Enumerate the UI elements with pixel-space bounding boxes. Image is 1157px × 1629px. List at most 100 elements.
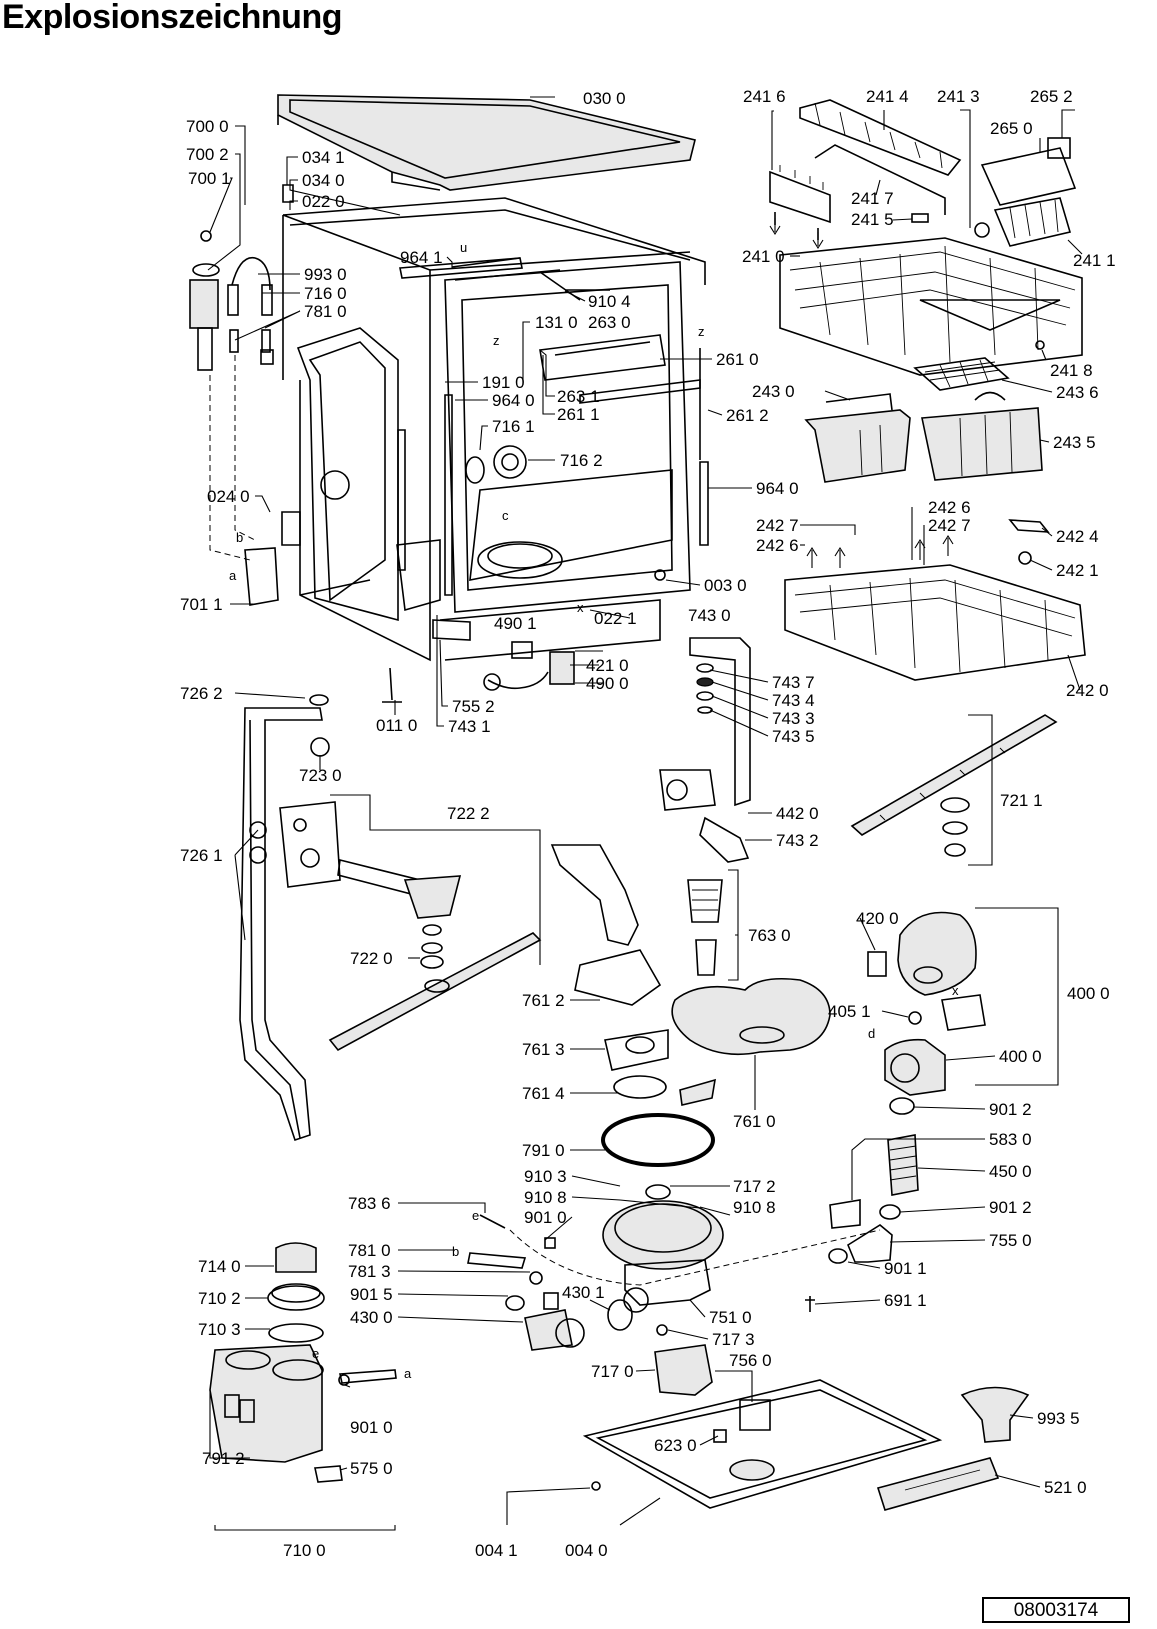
callout-490-1: 490 1 [494, 614, 537, 633]
callout-743-7: 743 7 [772, 673, 815, 692]
callout-263-1: 263 1 [557, 387, 600, 406]
callout-241-1: 241 1 [1073, 251, 1116, 270]
callout-421-0: 421 0 [586, 656, 629, 675]
callout-781-0-b: 781 0 [348, 1241, 391, 1260]
lower-spray-arm [850, 714, 1058, 857]
callout-191-0: 191 0 [482, 373, 525, 392]
callout-791-0: 791 0 [522, 1141, 565, 1160]
connector-letter: a [404, 1366, 412, 1381]
heater-hose [805, 1097, 919, 1312]
connection-letters: u z z b a c x x d e b e a [229, 240, 959, 1381]
callout-242-6-b: 242 6 [756, 536, 799, 555]
callout-022-1: 022 1 [594, 609, 637, 628]
water-softener [209, 1242, 397, 1483]
callout-003-0: 003 0 [704, 576, 747, 595]
callout-701-1: 701 1 [180, 595, 223, 614]
callout-743-4: 743 4 [772, 691, 815, 710]
connector-letter: a [229, 568, 237, 583]
connector-letter: u [460, 240, 467, 255]
callout-901-1: 901 1 [884, 1259, 927, 1278]
callout-261-1: 261 1 [557, 405, 600, 424]
callout-726-2: 726 2 [180, 684, 223, 703]
control-panel-strip [876, 1457, 1000, 1511]
callout-442-0: 442 0 [776, 804, 819, 823]
callout-761-2: 761 2 [522, 991, 565, 1010]
callout-756-0: 756 0 [729, 1351, 772, 1370]
callout-261-2: 261 2 [726, 406, 769, 425]
callout-751-0: 751 0 [709, 1308, 752, 1327]
circulation-pump [867, 911, 986, 1096]
callout-761-3: 761 3 [522, 1040, 565, 1059]
leader-lines [207, 96, 1083, 1531]
callout-755-0: 755 0 [989, 1231, 1032, 1250]
callout-261-0: 261 0 [716, 350, 759, 369]
callout-743-0: 743 0 [688, 606, 731, 625]
callout-691-1: 691 1 [884, 1291, 927, 1310]
callout-717-0: 717 0 [591, 1362, 634, 1381]
parts-drawing [189, 94, 1086, 1511]
callout-743-5: 743 5 [772, 727, 815, 746]
callout-717-3: 717 3 [712, 1330, 755, 1349]
callout-242-0: 242 0 [1066, 681, 1109, 700]
callout-783-6: 783 6 [348, 1194, 391, 1213]
callout-993-0: 993 0 [304, 265, 347, 284]
callout-901-2-a: 901 2 [989, 1100, 1032, 1119]
callout-781-3: 781 3 [348, 1262, 391, 1281]
callout-710-0: 710 0 [283, 1541, 326, 1560]
callout-763-0: 763 0 [748, 926, 791, 945]
callout-722-2: 722 2 [447, 804, 490, 823]
callout-710-3: 710 3 [198, 1320, 241, 1339]
callout-242-7-a: 242 7 [756, 516, 799, 535]
callout-241-5: 241 5 [851, 210, 894, 229]
callout-901-5: 901 5 [350, 1285, 393, 1304]
callout-022-0: 022 0 [302, 192, 345, 211]
connector-letter: b [452, 1244, 459, 1259]
electrical-parts [382, 619, 575, 703]
connector-letter: b [236, 530, 243, 545]
callout-011-0: 011 0 [376, 716, 417, 735]
callout-910-4: 910 4 [588, 292, 631, 311]
callout-265-0: 265 0 [990, 119, 1033, 138]
callout-722-0: 722 0 [350, 949, 393, 968]
upper-basket [769, 99, 1083, 483]
cabinet-frame [281, 197, 709, 662]
callout-030-0: 030 0 [583, 89, 626, 108]
callout-743-3: 743 3 [772, 709, 815, 728]
water-duct [239, 694, 330, 1142]
callout-243-0: 243 0 [752, 382, 795, 401]
callout-241-3: 241 3 [937, 87, 980, 106]
callout-004-0: 004 0 [565, 1541, 608, 1560]
connector-letter: x [577, 600, 584, 615]
callout-241-4: 241 4 [866, 87, 909, 106]
callout-490-0: 490 0 [586, 674, 629, 693]
callout-623-0: 623 0 [654, 1436, 697, 1455]
callout-755-2: 755 2 [452, 697, 495, 716]
sump-assembly [467, 1184, 881, 1396]
callout-242-1: 242 1 [1056, 561, 1099, 580]
callout-241-0: 241 0 [742, 247, 785, 266]
salt-funnel [960, 1386, 1030, 1443]
callout-716-0: 716 0 [304, 284, 347, 303]
callout-004-1: 004 1 [475, 1541, 518, 1560]
callout-430-1: 430 1 [562, 1283, 605, 1302]
callout-743-1: 743 1 [448, 717, 491, 736]
callout-265-2: 265 2 [1030, 87, 1073, 106]
callout-242-4: 242 4 [1056, 527, 1099, 546]
sump-seal-ring [601, 1113, 715, 1167]
callout-714-0: 714 0 [198, 1257, 241, 1276]
callout-700-0: 700 0 [186, 117, 229, 136]
callout-241-6: 241 6 [743, 87, 786, 106]
base-plate [582, 1379, 943, 1509]
callout-034-1: 034 1 [302, 148, 345, 167]
callout-450-0: 450 0 [989, 1162, 1032, 1181]
connector-letter: x [952, 983, 959, 998]
connector-letter: e [312, 1346, 319, 1361]
direction-arrows [769, 218, 954, 568]
callout-420-0: 420 0 [856, 909, 899, 928]
callout-034-0: 034 0 [302, 171, 345, 190]
callout-700-2: 700 2 [186, 145, 229, 164]
callout-964-0-b: 964 0 [756, 479, 799, 498]
callout-791-2: 791 2 [202, 1449, 245, 1468]
document-number: 08003174 [982, 1597, 1130, 1623]
